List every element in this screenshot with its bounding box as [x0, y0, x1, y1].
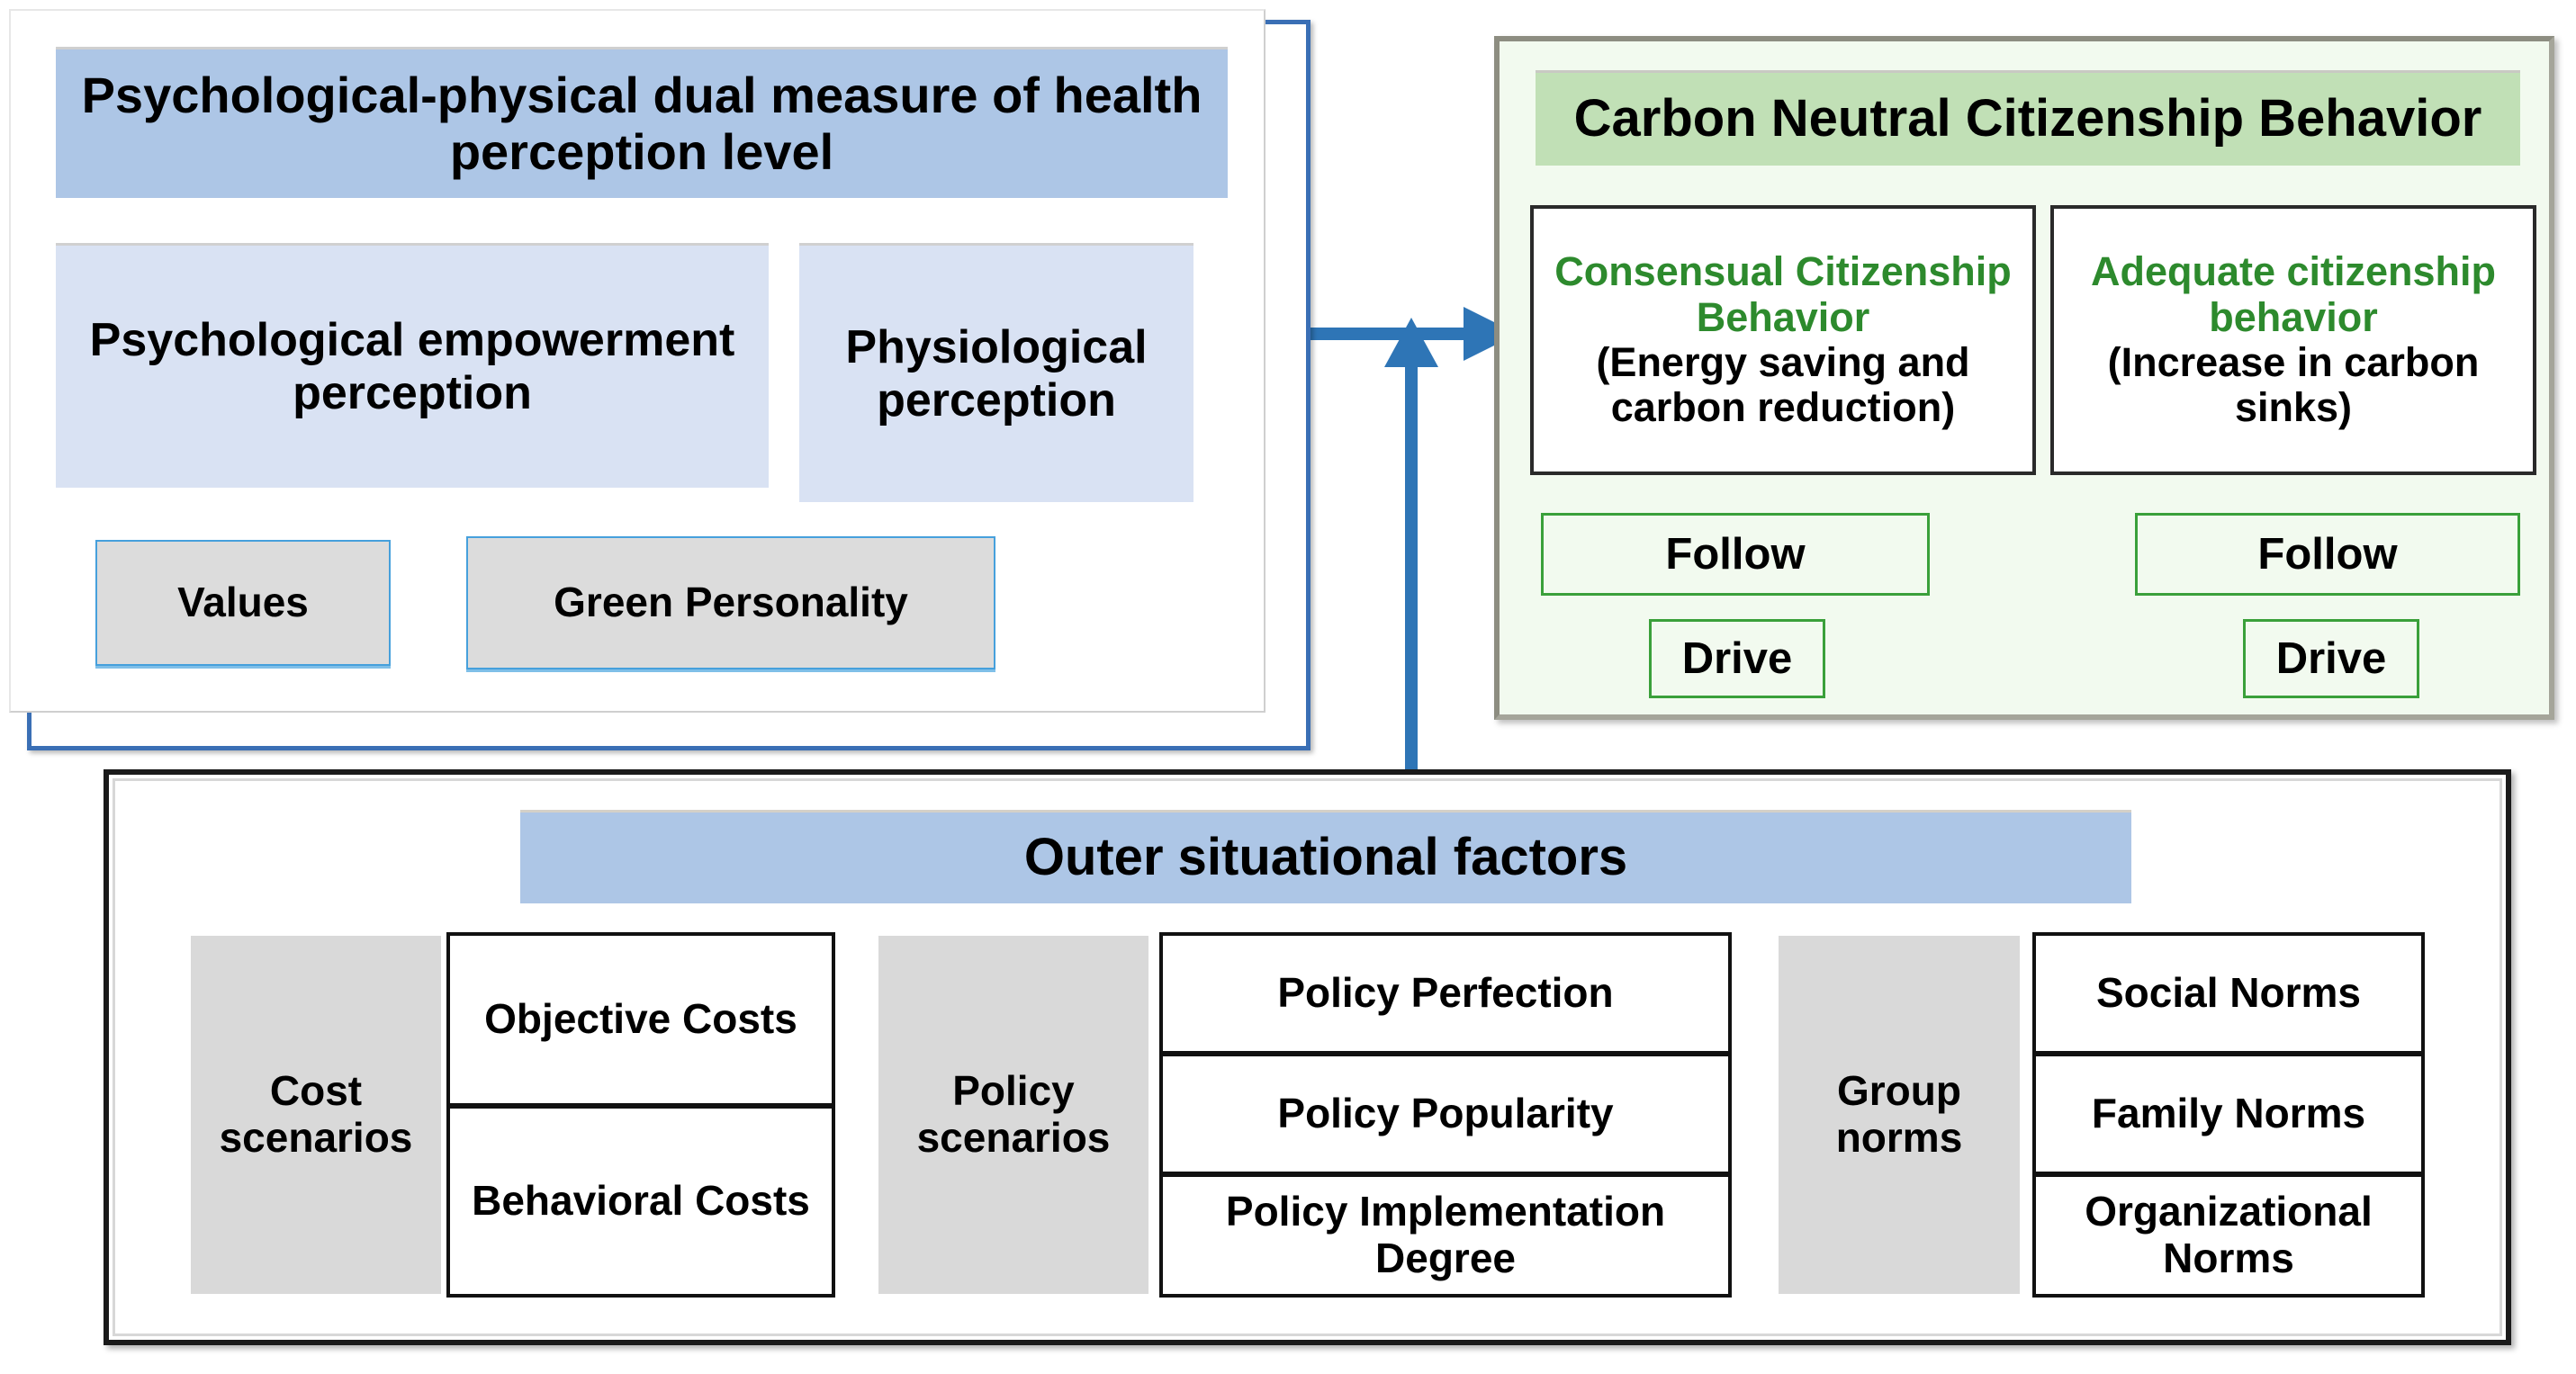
carbon-neutral-title: Carbon Neutral Citizenship Behavior — [1536, 70, 2520, 166]
sub-box-behavioral-costs[interactable]: Behavioral Costs — [446, 1105, 835, 1298]
behavior-black-subtitle: (Increase in carbon sinks) — [2107, 339, 2480, 431]
sub-box-organizational-norms[interactable]: Organizational Norms — [2032, 1173, 2425, 1298]
sub-box-policy-popularity[interactable]: Policy Popularity — [1159, 1053, 1732, 1175]
physiological-perception-box[interactable]: Physiological perception — [799, 243, 1193, 502]
sub-box-objective-costs[interactable]: Objective Costs — [446, 932, 835, 1107]
outer-situational-factors-title: Outer situational factors — [520, 810, 2131, 903]
behavior-black-subtitle: (Energy saving and carbon reduction) — [1596, 339, 1970, 431]
green-personality-box[interactable]: Green Personality — [466, 536, 995, 669]
group-label-policy-scenarios: Policy scenarios — [878, 936, 1148, 1294]
sub-box-policy-implementation-degree[interactable]: Policy Implementation Degree — [1159, 1173, 1732, 1298]
sub-box-social-norms[interactable]: Social Norms — [2032, 932, 2425, 1055]
consensual-citizenship-behavior-box[interactable]: Consensual Citizenship Behavior (Energy … — [1530, 205, 2036, 475]
values-box[interactable]: Values — [95, 540, 391, 666]
drive-box-adequate[interactable]: Drive — [2243, 619, 2419, 698]
sub-box-policy-perfection[interactable]: Policy Perfection — [1159, 932, 1732, 1055]
health-perception-title: Psychological-physical dual measure of h… — [56, 47, 1228, 198]
bottom-to-right-arrow — [1384, 318, 1438, 776]
group-label-cost-scenarios: Cost scenarios — [191, 936, 441, 1294]
behavior-green-title: Consensual Citizenship Behavior — [1554, 248, 2012, 340]
drive-box-consensual[interactable]: Drive — [1649, 619, 1825, 698]
left-to-right-arrow — [1305, 307, 1518, 361]
psychological-empowerment-box[interactable]: Psychological empowerment perception — [56, 243, 769, 488]
group-label-group-norms: Group norms — [1779, 936, 2020, 1294]
behavior-green-title: Adequate citizenship behavior — [2090, 248, 2497, 340]
follow-box-adequate[interactable]: Follow — [2135, 513, 2520, 596]
follow-box-consensual[interactable]: Follow — [1541, 513, 1930, 596]
sub-box-family-norms[interactable]: Family Norms — [2032, 1053, 2425, 1175]
adequate-citizenship-behavior-box[interactable]: Adequate citizenship behavior (Increase … — [2050, 205, 2536, 475]
